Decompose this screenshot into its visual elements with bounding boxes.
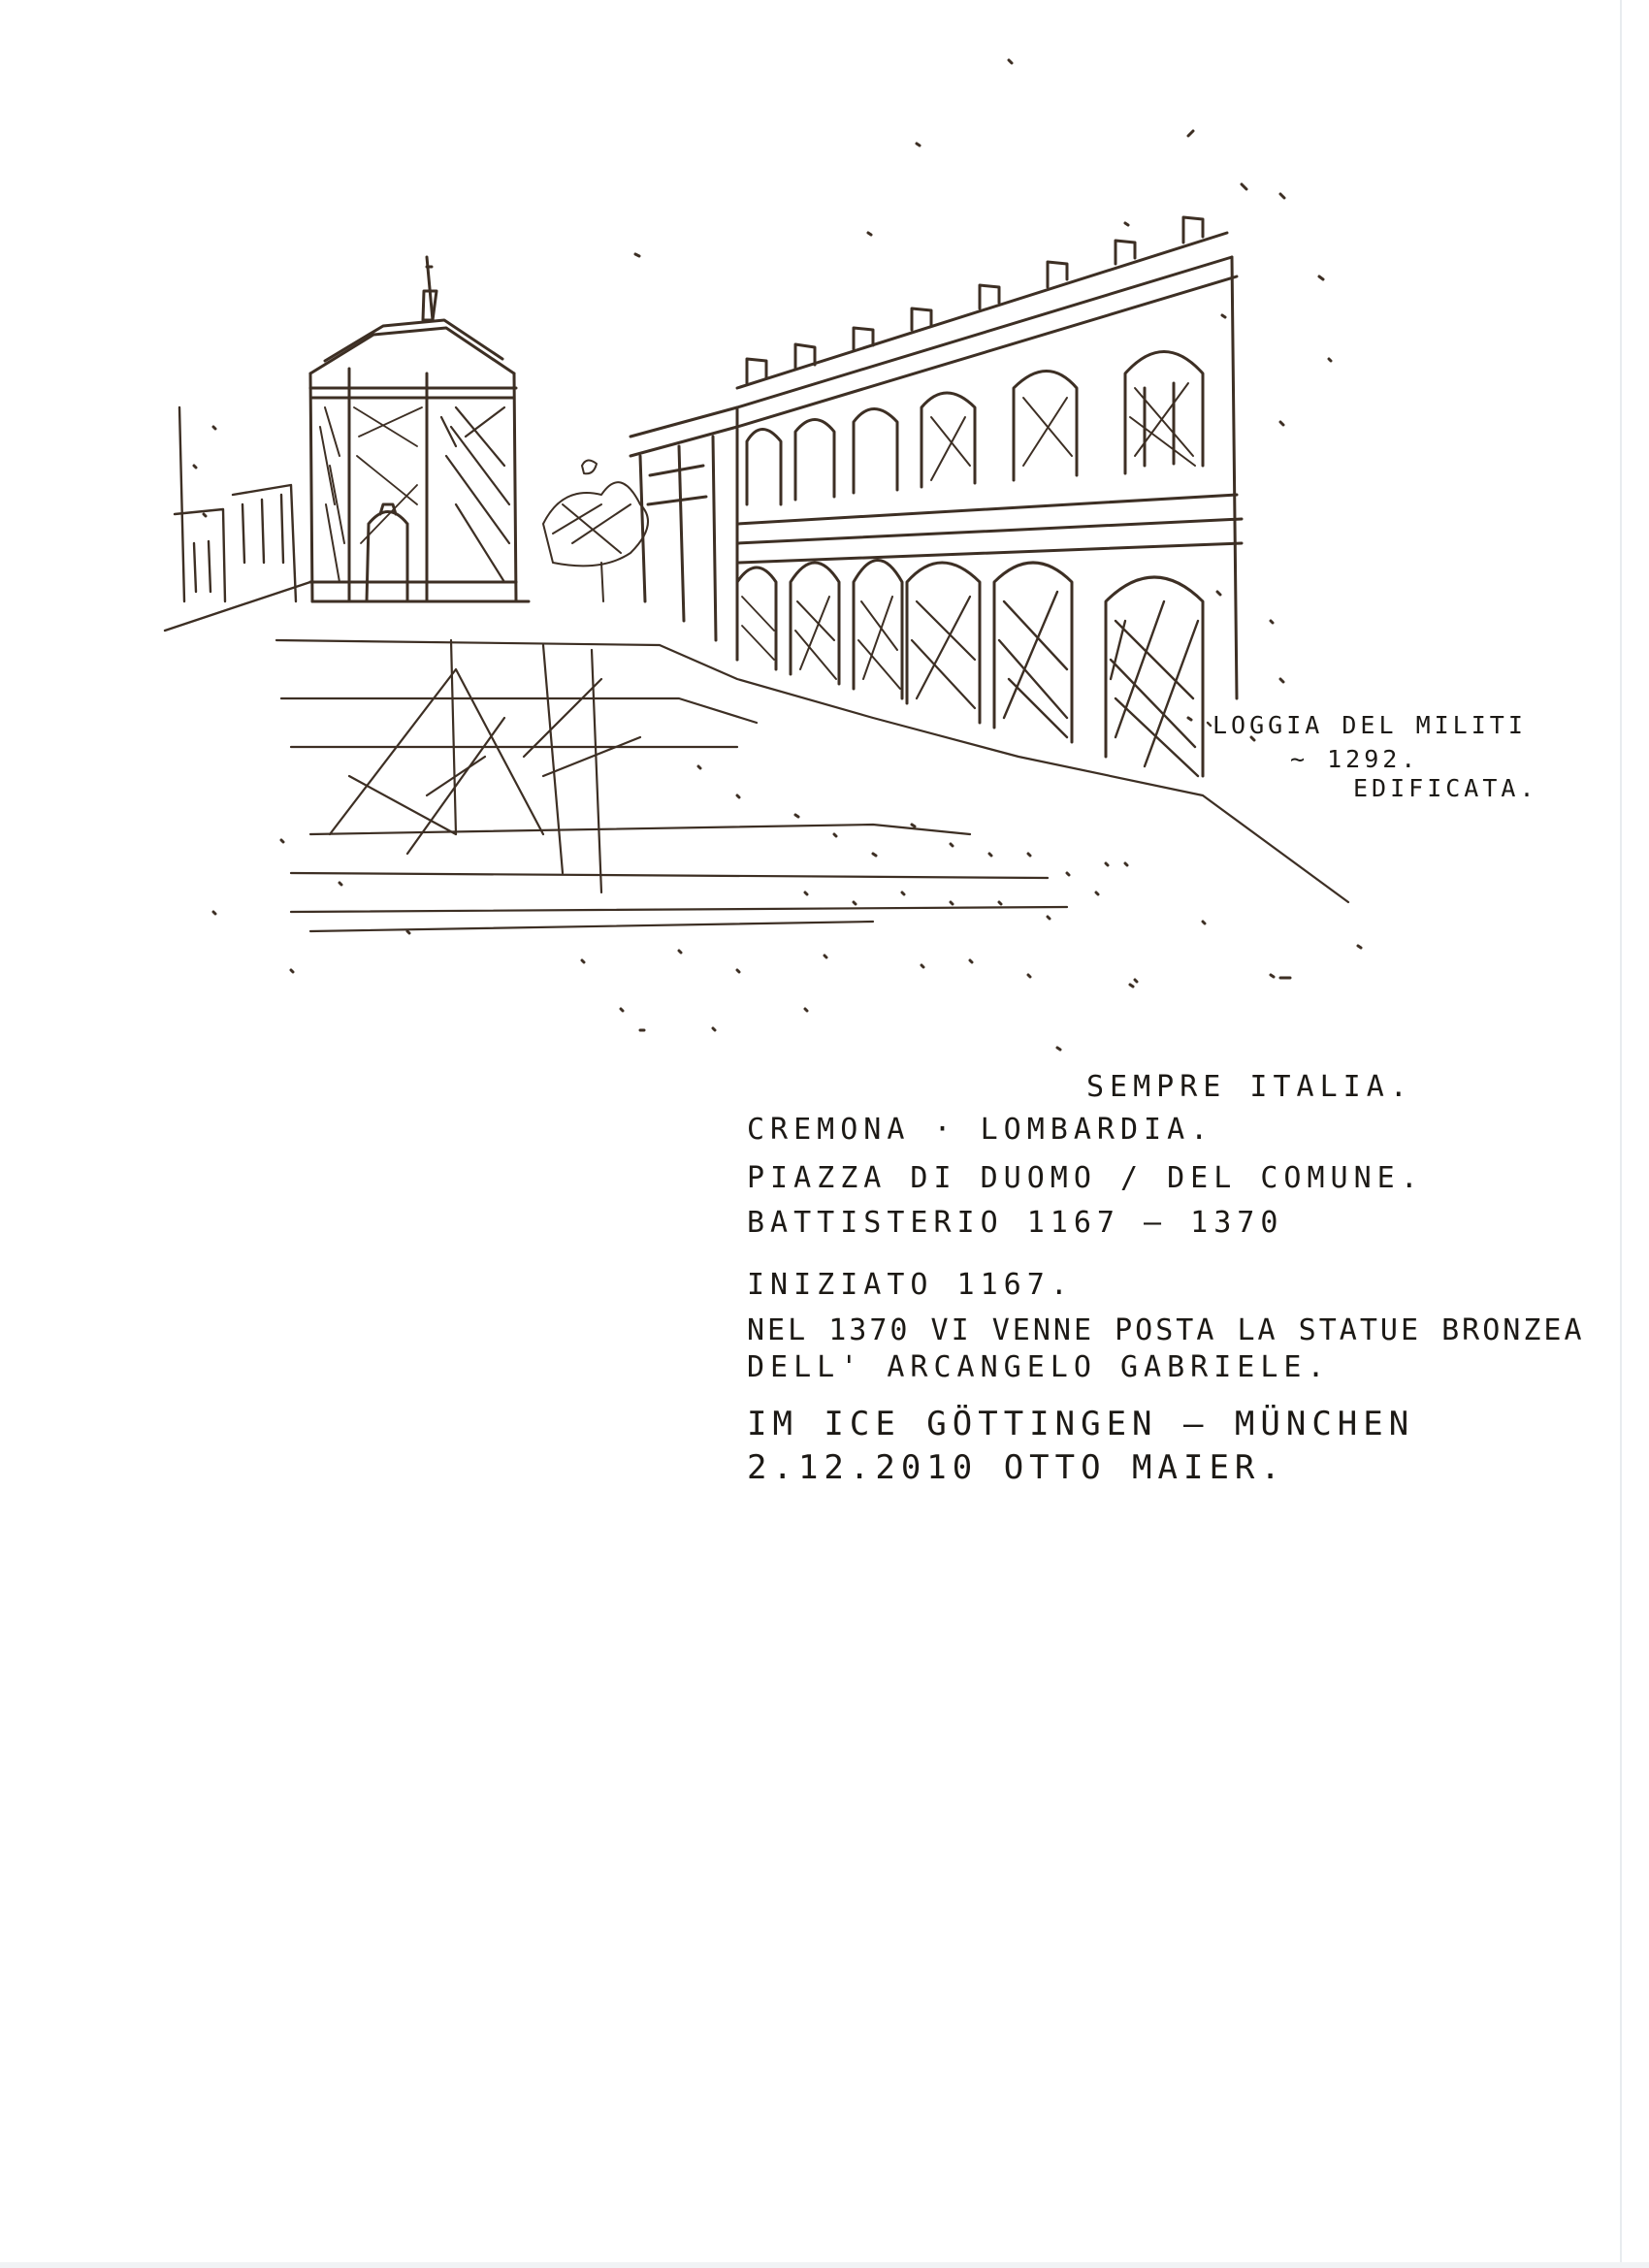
piazza-pavement-drawing (275, 638, 1350, 933)
trees-drawing (542, 459, 649, 602)
note-line-piazza: PIAZZA DI DUOMO / DEL COMUNE. (747, 1161, 1424, 1195)
note-line-date-signature: 2.12.2010 OTTO MAIER. (747, 1448, 1286, 1487)
annotation-line-2: ~ 1292. (1290, 745, 1420, 773)
annotation-line-3: EDIFICATA. (1353, 774, 1538, 802)
loggia-drawing (629, 215, 1244, 778)
stipple-marks (192, 58, 1363, 1052)
note-line-statue: NEL 1370 VI VENNE POSTA LA STATUE BRONZE… (747, 1313, 1585, 1347)
annotation-tick (1206, 721, 1212, 728)
baptistery-drawing (308, 255, 531, 603)
ink-sketch-piazza (163, 58, 1363, 1052)
paper-edge-bottom (0, 2262, 1649, 2268)
note-line-iniziato: INIZIATO 1167. (747, 1268, 1074, 1302)
note-line-location: CREMONA · LOMBARDIA. (747, 1113, 1214, 1147)
annotation-line-1: LOGGIA DEL MILITI (1212, 711, 1527, 739)
note-line-battisterio: BATTISTERIO 1167 – 1370 (747, 1206, 1284, 1240)
left-buildings-drawing (163, 405, 312, 632)
note-line-sempre-italia: SEMPRE ITALIA. (1086, 1070, 1413, 1104)
note-line-train: IM ICE GÖTTINGEN – MÜNCHEN (747, 1405, 1415, 1443)
paper-edge (1620, 0, 1622, 2268)
note-line-arcangelo: DELL' ARCANGELO GABRIELE. (747, 1350, 1331, 1384)
